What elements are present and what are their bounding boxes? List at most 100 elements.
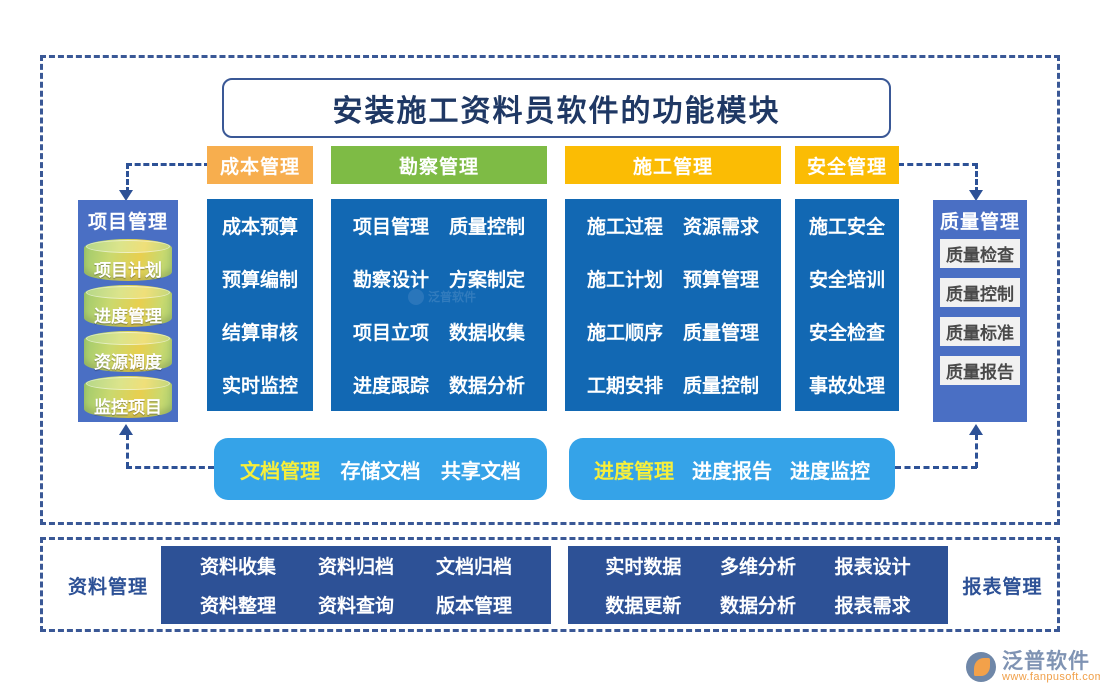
panel-row: 项目管理 质量控制 xyxy=(331,199,547,252)
panel-cell[interactable]: 多维分析 xyxy=(719,557,796,578)
panel-cell[interactable]: 工期安排 xyxy=(586,376,663,397)
header-chip-survey[interactable]: 勘察管理 xyxy=(331,146,547,184)
quality-chip[interactable]: 质量检查 xyxy=(940,239,1020,268)
panel-cell[interactable]: 版本管理 xyxy=(435,596,512,617)
panel-row: 实时监控 xyxy=(207,358,313,411)
sidebar-column-project-management[interactable]: 项目管理 项目计划 进度管理 资源调度 监控项目 xyxy=(78,200,178,422)
panel-cell[interactable]: 施工安全 xyxy=(808,217,885,238)
bar-document-management[interactable]: 文档管理 存储文档 共享文档 xyxy=(214,438,547,500)
panel-row: 预算编制 xyxy=(207,252,313,305)
panel-cell[interactable]: 质量控制 xyxy=(682,376,759,397)
panel-cell[interactable]: 质量控制 xyxy=(448,217,525,238)
panel-row: 安全检查 xyxy=(795,305,899,358)
panel-cell[interactable]: 安全培训 xyxy=(808,270,885,291)
panel-cell[interactable]: 资料查询 xyxy=(317,596,394,617)
panel-row: 项目立项 数据收集 xyxy=(331,305,547,358)
panel-cell[interactable]: 施工顺序 xyxy=(586,323,663,344)
bar-item[interactable]: 进度监控 xyxy=(790,460,870,483)
header-chip-safety-label: 安全管理 xyxy=(806,156,887,178)
diagram-title-text: 安装施工资料员软件的功能模块 xyxy=(332,95,781,128)
cylinder-item[interactable]: 资源调度 xyxy=(84,330,172,373)
panel-cell[interactable]: 资料收集 xyxy=(199,557,276,578)
bar-item[interactable]: 进度报告 xyxy=(692,460,772,483)
bar-item[interactable]: 共享文档 xyxy=(440,460,521,483)
quality-chip-label: 质量报告 xyxy=(946,363,1014,382)
panel-row: 数据更新 数据分析 报表需求 xyxy=(568,585,948,624)
company-logo: 泛普软件 www.fanpusoft.com xyxy=(966,650,1100,684)
bar-item[interactable]: 存储文档 xyxy=(340,460,421,483)
panel-row: 成本预算 xyxy=(207,199,313,252)
panel-cell[interactable]: 数据分析 xyxy=(719,596,796,617)
cylinder-label: 资源调度 xyxy=(94,352,162,372)
panel-safety-management[interactable]: 施工安全 安全培训 安全检查 事故处理 xyxy=(795,199,899,411)
cylinder-label: 监控项目 xyxy=(94,398,162,418)
panel-cell[interactable]: 资源需求 xyxy=(682,217,759,238)
panel-cell[interactable]: 施工过程 xyxy=(586,217,663,238)
header-chip-construction[interactable]: 施工管理 xyxy=(565,146,781,184)
logo-company-name: 泛普软件 xyxy=(1002,649,1090,673)
panel-row: 安全培训 xyxy=(795,252,899,305)
panel-cell[interactable]: 报表需求 xyxy=(834,596,911,617)
panel-cell[interactable]: 报表设计 xyxy=(834,557,911,578)
panel-row: 进度跟踪 数据分析 xyxy=(331,358,547,411)
panel-cell[interactable]: 勘察设计 xyxy=(352,270,429,291)
header-chip-cost[interactable]: 成本管理 xyxy=(207,146,313,184)
panel-report-management[interactable]: 实时数据 多维分析 报表设计 数据更新 数据分析 报表需求 xyxy=(568,546,948,624)
panel-cell[interactable]: 实时监控 xyxy=(221,376,298,397)
cylinder-item[interactable]: 监控项目 xyxy=(84,376,172,418)
quality-chip[interactable]: 质量控制 xyxy=(940,278,1020,307)
panel-row: 资料整理 资料查询 版本管理 xyxy=(161,585,551,624)
cylinder-item[interactable]: 项目计划 xyxy=(84,239,172,281)
panel-cell[interactable]: 数据分析 xyxy=(448,376,525,397)
quality-management-title: 质量管理 xyxy=(939,212,1020,233)
panel-cell[interactable]: 进度跟踪 xyxy=(352,376,429,397)
panel-row: 资料收集 资料归档 文档归档 xyxy=(161,546,551,585)
panel-row: 施工计划 预算管理 xyxy=(565,252,781,305)
panel-row: 施工安全 xyxy=(795,199,899,252)
panel-cell[interactable]: 质量管理 xyxy=(682,323,759,344)
panel-material-management[interactable]: 资料收集 资料归档 文档归档 资料整理 资料查询 版本管理 xyxy=(161,546,551,624)
quality-chip[interactable]: 质量报告 xyxy=(940,356,1020,385)
panel-cell[interactable]: 成本预算 xyxy=(221,217,298,238)
project-management-title: 项目管理 xyxy=(87,212,168,233)
panel-cell[interactable]: 数据更新 xyxy=(605,596,682,617)
panel-cell[interactable]: 实时数据 xyxy=(605,557,682,578)
label-material-management: 资料管理 xyxy=(67,576,148,598)
panel-row: 实时数据 多维分析 报表设计 xyxy=(568,546,948,585)
panel-row: 结算审核 xyxy=(207,305,313,358)
panel-construction-management[interactable]: 施工过程 资源需求 施工计划 预算管理 施工顺序 质量管理 工期安排 质量控制 xyxy=(565,199,781,411)
panel-cell[interactable]: 数据收集 xyxy=(448,323,525,344)
header-chip-survey-label: 勘察管理 xyxy=(398,156,479,178)
panel-survey-management[interactable]: 项目管理 质量控制 勘察设计 方案制定 项目立项 数据收集 进度跟踪 数据分析 xyxy=(331,199,547,411)
panel-cell[interactable]: 资料整理 xyxy=(199,596,276,617)
logo-url: www.fanpusoft.com xyxy=(1002,671,1100,684)
panel-cost-management[interactable]: 成本预算 预算编制 结算审核 实时监控 xyxy=(207,199,313,411)
bar-schedule-management[interactable]: 进度管理 进度报告 进度监控 xyxy=(569,438,895,500)
sidebar-column-quality-management[interactable]: 质量管理 质量检查 质量控制 质量标准 质量报告 xyxy=(933,200,1027,422)
panel-cell[interactable]: 结算审核 xyxy=(221,323,298,344)
panel-cell[interactable]: 预算管理 xyxy=(682,270,759,291)
panel-row: 施工过程 资源需求 xyxy=(565,199,781,252)
quality-chip-label: 质量控制 xyxy=(946,285,1014,304)
panel-cell[interactable]: 安全检查 xyxy=(808,323,885,344)
header-chip-safety[interactable]: 安全管理 xyxy=(795,146,899,184)
panel-cell[interactable]: 文档归档 xyxy=(435,557,512,578)
cylinder-label: 进度管理 xyxy=(94,306,162,326)
panel-cell[interactable]: 施工计划 xyxy=(586,270,663,291)
fanpu-logo-icon xyxy=(966,651,996,682)
panel-cell[interactable]: 预算编制 xyxy=(221,270,298,291)
quality-chip[interactable]: 质量标准 xyxy=(940,317,1020,346)
panel-cell[interactable]: 事故处理 xyxy=(808,376,885,397)
panel-cell[interactable]: 项目管理 xyxy=(352,217,429,238)
diagram-title: 安装施工资料员软件的功能模块 xyxy=(222,78,891,138)
panel-cell[interactable]: 项目立项 xyxy=(352,323,429,344)
panel-cell[interactable]: 资料归档 xyxy=(317,557,394,578)
panel-row: 工期安排 质量控制 xyxy=(565,358,781,411)
cylinder-item[interactable]: 进度管理 xyxy=(84,284,172,327)
panel-row: 事故处理 xyxy=(795,358,899,411)
quality-chip-label: 质量检查 xyxy=(946,246,1014,265)
panel-row: 勘察设计 方案制定 xyxy=(331,252,547,305)
panel-cell[interactable]: 方案制定 xyxy=(448,270,525,291)
label-report-management: 报表管理 xyxy=(962,576,1043,598)
